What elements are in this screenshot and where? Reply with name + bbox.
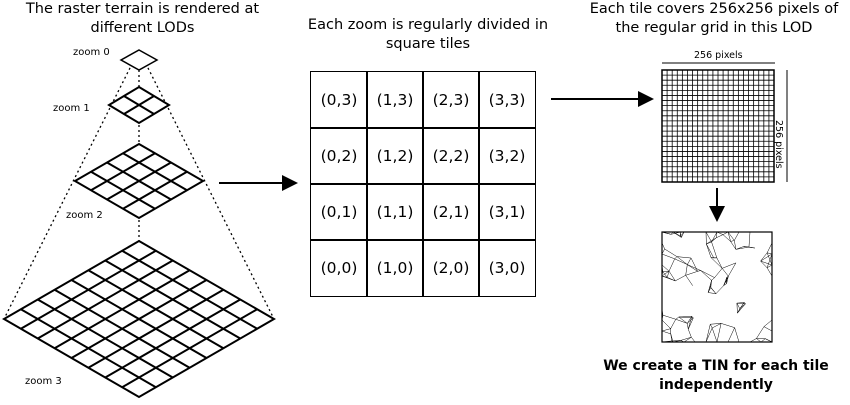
tile-cell: (0,0)	[310, 239, 368, 297]
zoom-0-label: zoom 0	[73, 47, 110, 58]
tile-cell: (2,3)	[422, 71, 480, 129]
pyramid-edge-right	[138, 49, 275, 320]
pyramid-edge-left	[3, 49, 140, 320]
tile-cell: (3,1)	[478, 183, 536, 241]
tile-cell: (3,3)	[478, 71, 536, 129]
tile-cell: (1,3)	[366, 71, 424, 129]
tile-cell: (3,2)	[478, 127, 536, 185]
tile-cell: (0,3)	[310, 71, 368, 129]
tile-cell: (2,0)	[422, 239, 480, 297]
tile-cell: (0,1)	[310, 183, 368, 241]
tile-cell: (0,2)	[310, 127, 368, 185]
lod-caption: The raster terrain is rendered at differ…	[25, 1, 260, 36]
tile-cell: (1,1)	[366, 183, 424, 241]
zoom-2-label: zoom 2	[66, 210, 103, 221]
tile-cell: (3,0)	[478, 239, 536, 297]
width-dimension-label: 256 pixels	[694, 50, 743, 61]
tile-cell: (2,2)	[422, 127, 480, 185]
tile-cell: (2,1)	[422, 183, 480, 241]
tin-edges	[661, 231, 773, 343]
zoom-0-tile-grid	[119, 49, 159, 71]
pixels-caption: Each tile covers 256x256 pixels of the r…	[589, 1, 839, 36]
tile-cell: (1,2)	[366, 127, 424, 185]
zoom-1-label: zoom 1	[53, 103, 90, 114]
tile-cell: (1,0)	[366, 239, 424, 297]
tiles-caption: Each zoom is regularly divided in square…	[307, 17, 549, 52]
height-dimension-label: 256 pixels	[773, 120, 784, 169]
tile-grid: (0,3)(1,3)(2,3)(3,3) (0,2)(1,2)(2,2)(3,2)…	[310, 71, 536, 297]
zoom-3-label: zoom 3	[25, 376, 62, 387]
tin-caption: We create a TIN for each tile independen…	[603, 358, 829, 393]
